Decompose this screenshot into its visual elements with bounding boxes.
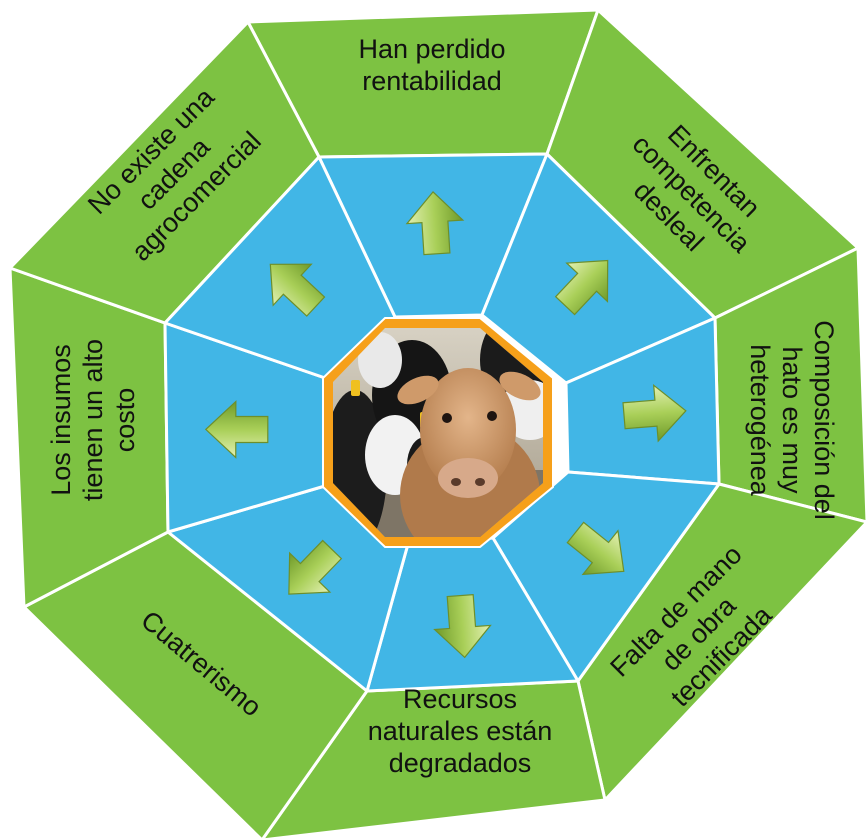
cattle-photo-icon	[333, 328, 543, 537]
segment-label-line: naturales están	[368, 716, 553, 746]
arrow-icon-top	[405, 191, 465, 256]
outer-ring	[8, 8, 867, 840]
labels: Han perdidorentabilidadEnfrentancompeten…	[46, 34, 839, 778]
segment-label-line: rentabilidad	[362, 66, 502, 96]
segment-label-line: Los insumos	[46, 344, 76, 496]
arrow-icon-bottom-right	[566, 521, 625, 576]
segment-label-line: Composición del	[809, 320, 839, 520]
segment-label-line: Recursos	[403, 684, 517, 714]
segment-label-line: Han perdido	[358, 34, 505, 64]
arrow-icon-top-right	[554, 259, 609, 316]
segment-label-line: heterogénea	[745, 344, 775, 497]
arrow-icon-bottom-left	[288, 539, 343, 595]
arrow-icon-bottom	[433, 593, 492, 659]
segment-label-line: hato es muy	[777, 346, 807, 494]
segment-label-line: costo	[110, 388, 140, 453]
center-photo	[322, 317, 554, 548]
segment-label-line: degradados	[389, 748, 532, 778]
arrow-icon-left	[204, 400, 269, 459]
arrow-icon-right	[622, 383, 687, 443]
segment-label-line: tienen un alto	[78, 339, 108, 501]
arrows	[204, 191, 687, 659]
arrow-icon-top-left	[269, 263, 326, 317]
